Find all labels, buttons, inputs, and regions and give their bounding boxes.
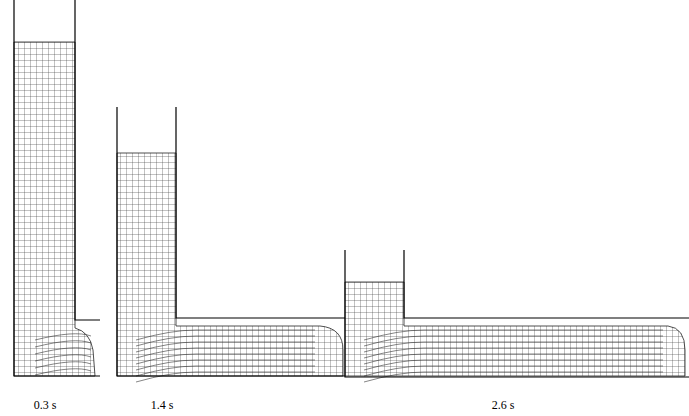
mesh-curve (136, 348, 315, 358)
mesh-curve (364, 342, 663, 352)
fluid-mesh (14, 42, 685, 376)
time-label: 2.6 s (492, 398, 515, 413)
time-label: 0.3 s (34, 398, 57, 413)
mesh-curve (136, 360, 315, 370)
mesh-curve (35, 355, 91, 361)
mesh-curve (364, 336, 663, 346)
mesh-curve (35, 369, 91, 375)
mesh-curve (136, 330, 315, 340)
mesh-curve (136, 354, 315, 364)
mesh-curve (136, 342, 315, 352)
mesh-curve (35, 341, 91, 347)
mesh-curve (35, 348, 91, 354)
channel-walls (14, 0, 689, 377)
mesh-curve (35, 334, 91, 340)
mesh-curve (136, 366, 315, 376)
mesh-curve (364, 348, 663, 358)
mesh-curve (364, 354, 663, 364)
mesh-curve (364, 366, 663, 376)
mesh-curve (364, 330, 663, 340)
mesh-curve (136, 336, 315, 346)
mesh-curve (136, 372, 315, 382)
mesh-curves (35, 330, 663, 382)
mesh-curve (364, 360, 663, 370)
mesh-curve (35, 362, 91, 368)
time-label: 1.4 s (151, 398, 174, 413)
